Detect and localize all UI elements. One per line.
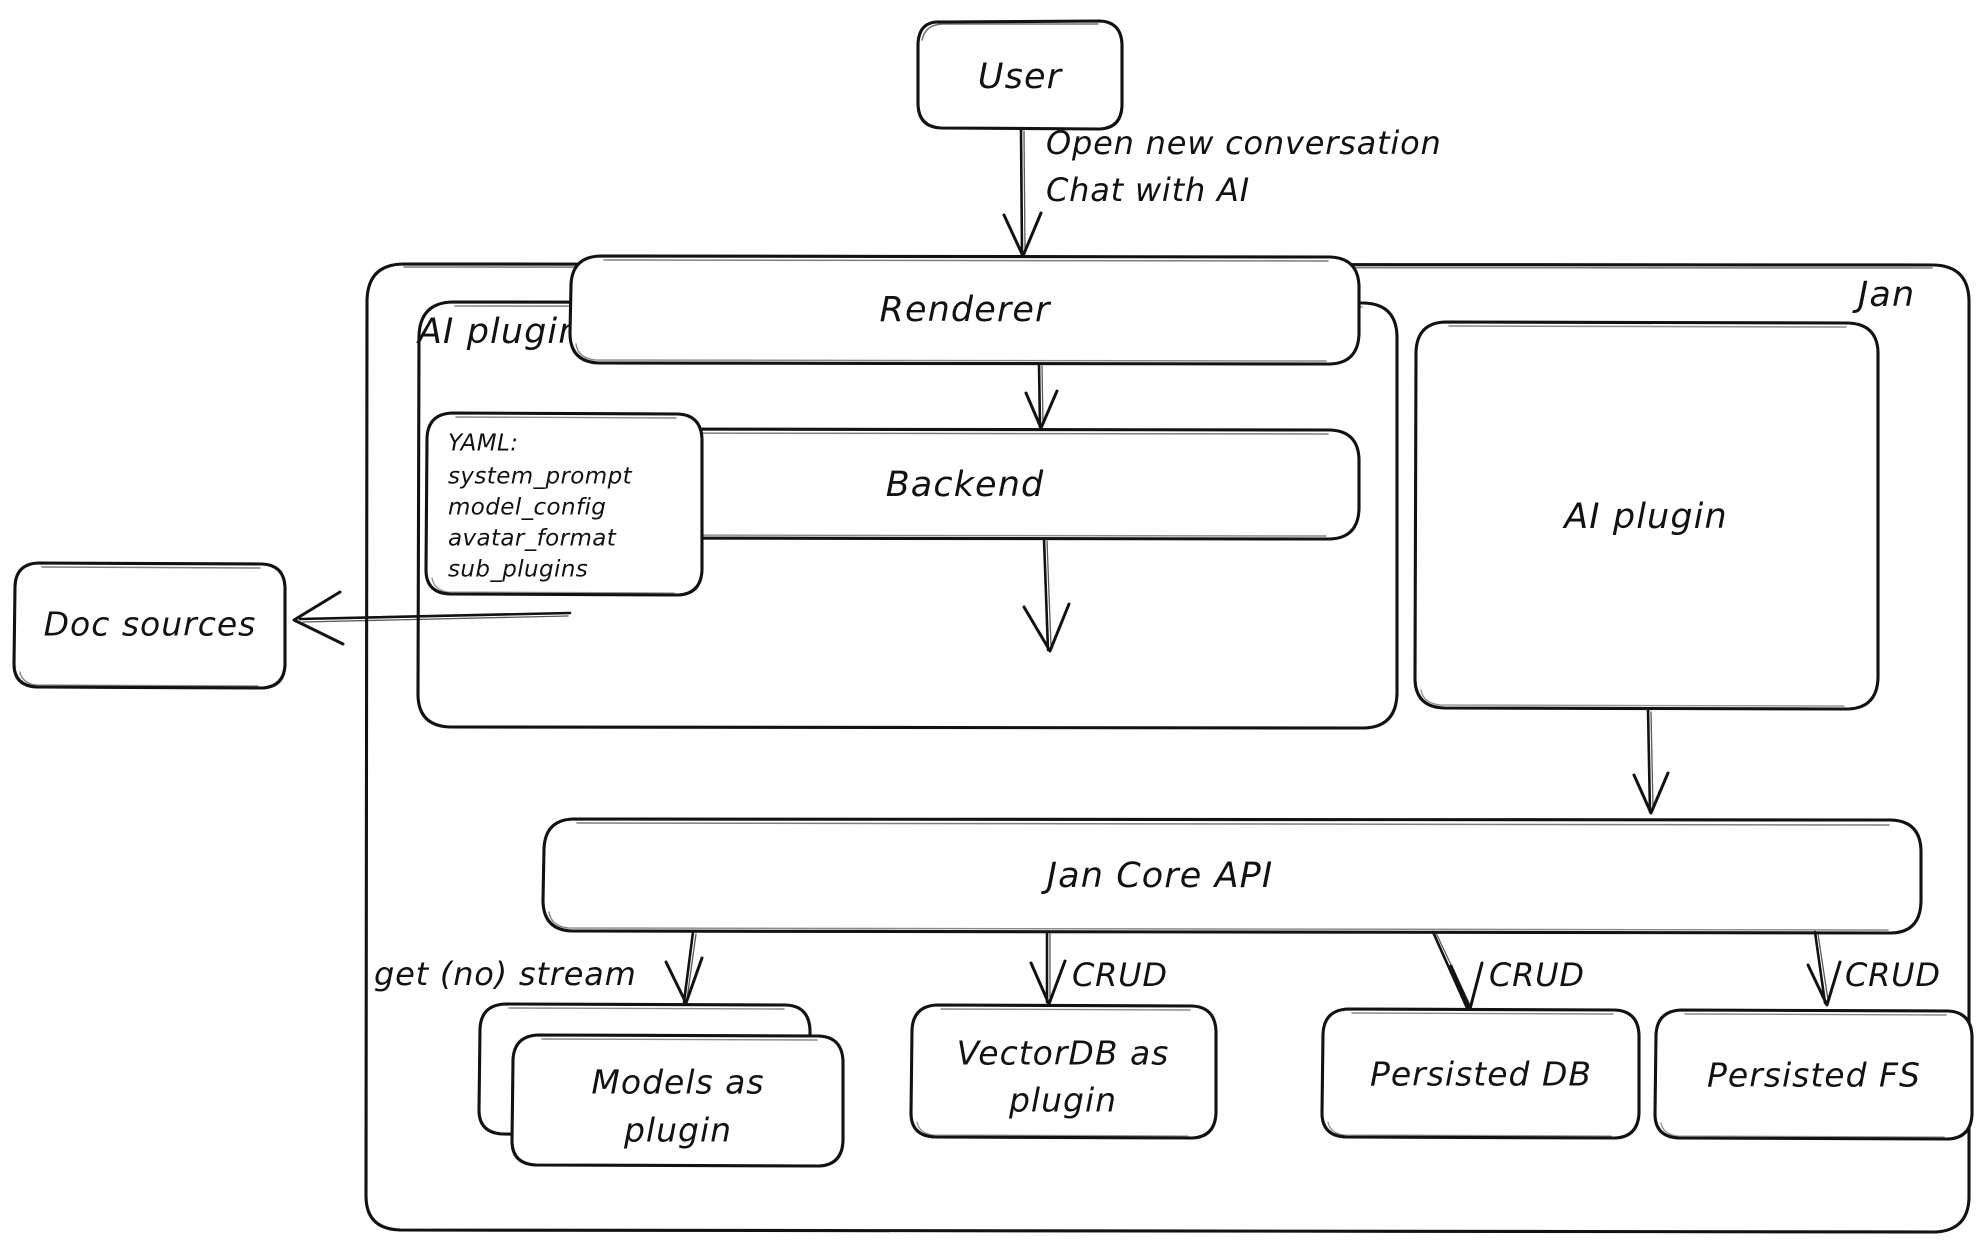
node-doc-sources[interactable]: Doc sources bbox=[12, 561, 287, 690]
edge-core-to-models: get (no) stream bbox=[374, 930, 704, 1005]
node-renderer[interactable]: Renderer bbox=[568, 254, 1361, 366]
node-persisted-db-label: Persisted DB bbox=[1370, 1055, 1592, 1094]
yaml-item-avatar-format: avatar_format bbox=[448, 526, 617, 552]
node-jan-core-api[interactable]: Jan Core API bbox=[541, 817, 1923, 935]
container-ai-plugin-group-label: AI plugin bbox=[416, 312, 582, 352]
node-vectordb-as-plugin[interactable]: VectorDB as plugin bbox=[909, 1003, 1218, 1140]
node-jan-core-api-label: Jan Core API bbox=[1041, 856, 1274, 896]
edge-user-to-renderer-label-line1: Open new conversation bbox=[1046, 124, 1442, 162]
node-persisted-fs[interactable]: Persisted FS bbox=[1653, 1008, 1974, 1141]
edge-backend-to-core bbox=[1022, 537, 1071, 653]
edge-core-to-persisted-db-label: CRUD bbox=[1489, 956, 1585, 994]
node-ai-plugin[interactable]: AI plugin bbox=[1413, 320, 1880, 711]
node-backend-label: Backend bbox=[886, 465, 1045, 505]
edge-aiplugin-to-core bbox=[1632, 707, 1670, 815]
node-user-label: User bbox=[978, 57, 1064, 97]
yaml-config-card: YAML: system_prompt model_config avatar_… bbox=[424, 411, 704, 597]
node-ai-plugin-label: AI plugin bbox=[1562, 497, 1728, 537]
edge-core-to-models-label: get (no) stream bbox=[374, 955, 637, 993]
edge-core-to-persisted-fs-label: CRUD bbox=[1845, 956, 1941, 994]
node-models-as-plugin-label-line1: Models as bbox=[591, 1063, 764, 1102]
node-vectordb-as-plugin-label-line1: VectorDB as bbox=[957, 1034, 1170, 1073]
yaml-item-sub-plugins: sub_plugins bbox=[448, 557, 588, 583]
edge-user-to-renderer-label-line2: Chat with AI bbox=[1046, 171, 1250, 209]
edge-core-to-persisted-db: CRUD bbox=[1431, 930, 1585, 1011]
yaml-heading: YAML: bbox=[448, 431, 518, 457]
node-models-as-plugin[interactable]: Models as plugin bbox=[477, 1002, 845, 1168]
edge-core-to-vectordb-label: CRUD bbox=[1072, 956, 1168, 994]
edge-user-to-renderer: Open new conversation Chat with AI bbox=[1002, 124, 1442, 258]
node-persisted-fs-label: Persisted FS bbox=[1707, 1056, 1921, 1095]
yaml-item-model-config: model_config bbox=[448, 495, 606, 521]
yaml-item-system-prompt: system_prompt bbox=[448, 464, 633, 490]
edge-backend-to-doc-sources bbox=[292, 590, 572, 646]
node-vectordb-as-plugin-label-line2: plugin bbox=[1008, 1081, 1117, 1120]
node-persisted-db[interactable]: Persisted DB bbox=[1320, 1007, 1641, 1140]
edge-core-to-persisted-fs: CRUD bbox=[1806, 930, 1941, 1007]
node-models-as-plugin-label-line2: plugin bbox=[623, 1111, 732, 1150]
node-doc-sources-label: Doc sources bbox=[44, 605, 257, 644]
edge-core-to-vectordb: CRUD bbox=[1029, 930, 1168, 1006]
container-jan-label: Jan bbox=[1852, 275, 1915, 315]
node-renderer-label: Renderer bbox=[880, 290, 1052, 330]
node-user[interactable]: User bbox=[916, 19, 1124, 131]
edge-renderer-to-backend bbox=[1024, 362, 1059, 430]
